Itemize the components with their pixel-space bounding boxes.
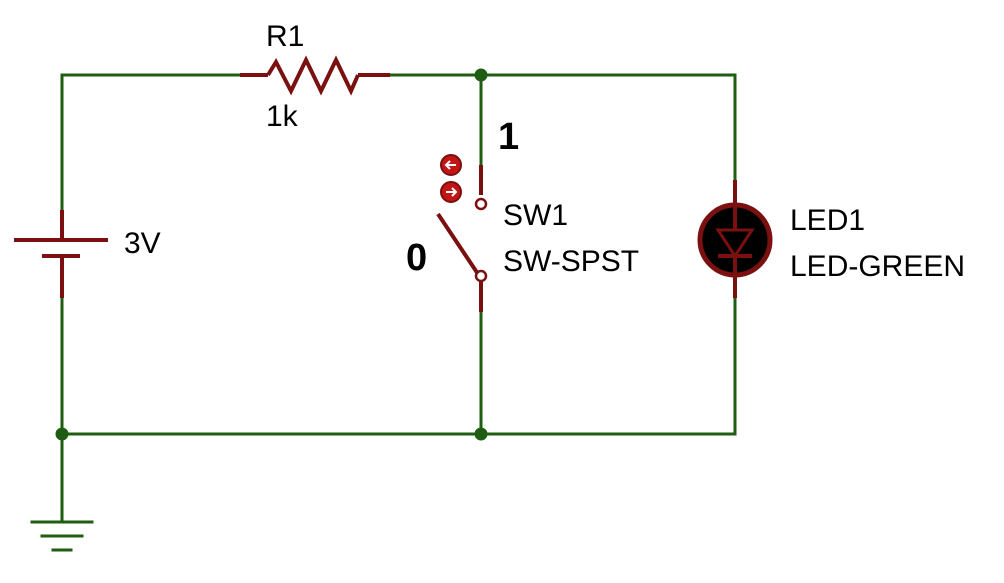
switch-state-off-label: 0 bbox=[406, 237, 427, 279]
arrow-up-icon bbox=[444, 160, 456, 170]
battery-value-label: 3V bbox=[124, 227, 161, 260]
ground-symbol bbox=[30, 520, 94, 552]
led-type-label: LED-GREEN bbox=[790, 250, 965, 283]
switch-blade bbox=[436, 212, 480, 276]
switch-terminal-top bbox=[474, 197, 488, 211]
led-ref-label: LED1 bbox=[790, 204, 865, 237]
resistor-ref-label: R1 bbox=[266, 20, 304, 53]
resistor-zigzag bbox=[266, 55, 360, 96]
switch-sw1[interactable]: 1 0 SW1 SW-SPST bbox=[406, 116, 639, 312]
switch-close-button[interactable] bbox=[440, 154, 462, 176]
wires bbox=[60, 73, 737, 524]
junction-bottom-left bbox=[55, 427, 69, 441]
arrow-down-icon bbox=[446, 187, 458, 197]
led-led1[interactable]: LED1 LED-GREEN bbox=[697, 180, 965, 298]
switch-type-label: SW-SPST bbox=[503, 245, 639, 278]
junction-bottom-middle bbox=[474, 427, 488, 441]
junction-top bbox=[474, 68, 488, 82]
switch-state-on-label: 1 bbox=[498, 116, 519, 158]
resistor-r1[interactable]: R1 1k bbox=[240, 20, 390, 133]
resistor-value-label: 1k bbox=[266, 100, 299, 133]
battery[interactable]: 3V bbox=[14, 210, 161, 298]
switch-ref-label: SW1 bbox=[503, 199, 568, 232]
switch-terminal-bottom bbox=[474, 269, 488, 283]
led-diode-triangle bbox=[715, 228, 755, 259]
junctions bbox=[55, 68, 488, 441]
switch-open-button[interactable] bbox=[440, 181, 462, 203]
